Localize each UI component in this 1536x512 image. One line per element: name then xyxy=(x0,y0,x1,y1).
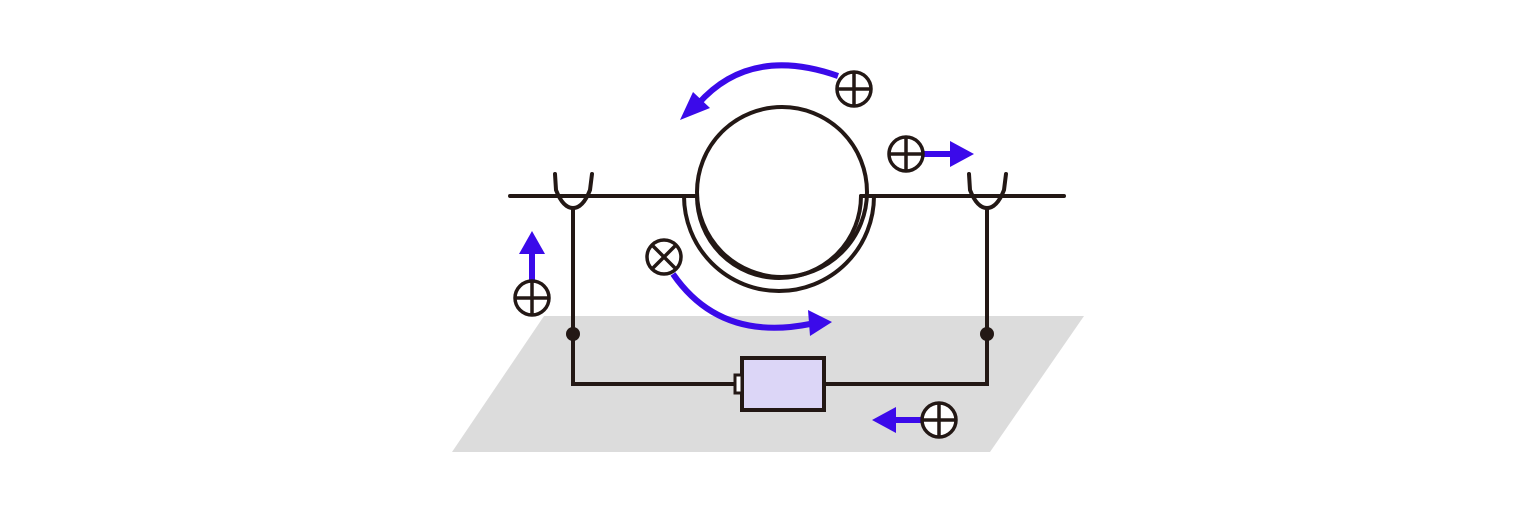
charge-top-arc xyxy=(835,70,873,108)
left-brush xyxy=(553,172,594,211)
ring-inner-channel xyxy=(695,194,863,280)
charge-inner-arc xyxy=(645,238,683,276)
left-wire xyxy=(571,206,742,386)
battery-body xyxy=(740,356,826,412)
charge-bottom-right xyxy=(920,401,958,439)
charge-top-right xyxy=(887,135,925,173)
right-wire xyxy=(822,206,989,386)
flow-arrow-top-arc xyxy=(680,62,839,120)
right-junction-dot xyxy=(980,327,994,341)
battery-terminal xyxy=(733,373,744,395)
right-brush xyxy=(967,172,1008,211)
flow-arrow-inner-arc xyxy=(670,272,832,336)
flow-arrow-left xyxy=(519,231,545,280)
ring xyxy=(695,105,869,279)
ring-outer-channel xyxy=(682,194,876,293)
charge-left xyxy=(513,279,551,317)
left-junction-dot xyxy=(566,327,580,341)
flow-arrow-bottom-right xyxy=(872,407,922,433)
flow-arrow-top-right xyxy=(922,141,974,167)
